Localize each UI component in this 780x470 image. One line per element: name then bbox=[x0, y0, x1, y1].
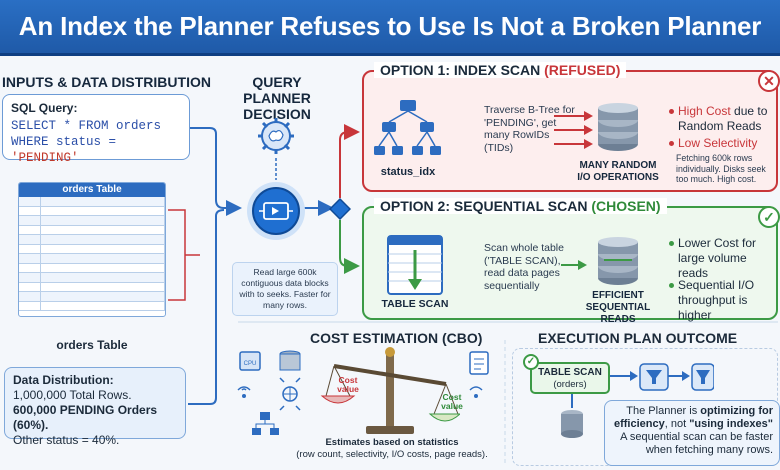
option-1-description: Traverse B-Tree for 'PENDING', get many … bbox=[484, 104, 575, 154]
table-scan-icon bbox=[387, 235, 443, 295]
dist-label: Data Distribution: bbox=[13, 373, 114, 387]
outcome-line-4: when fetching many rows. bbox=[645, 444, 773, 456]
sql-query-card: SQL Query: SELECT * FROM orders WHERE st… bbox=[2, 94, 190, 165]
sequential-reads-caption: EFFICIENT SEQUENTIAL READS bbox=[568, 290, 668, 326]
random-io-caption-2: I/O OPERATIONS bbox=[577, 172, 659, 183]
cost-note-rest: (row count, selectivity, I/O costs, page… bbox=[296, 449, 488, 460]
sql-line-1: SELECT * FROM orders bbox=[11, 119, 162, 133]
table-scan-node-label: TABLE SCAN bbox=[538, 367, 602, 378]
option-1-title: OPTION 1: INDEX SCAN (REFUSED) bbox=[374, 62, 627, 78]
outcome-card: The Planner is optimizing for efficiency… bbox=[604, 400, 780, 466]
table-scan-caption: TABLE SCAN bbox=[381, 298, 449, 310]
random-reads-text: due to Random Reads bbox=[678, 104, 768, 133]
option-1-bullet-1: High Cost due to Random Reads bbox=[669, 104, 776, 134]
cost-heading: COST ESTIMATION (CBO) bbox=[310, 330, 483, 346]
dist-line-1: 1,000,000 Total Rows. bbox=[13, 388, 132, 402]
sql-string-literal: 'PENDING' bbox=[11, 151, 79, 165]
option-1-footnote: Fetching 600k rows individually. Disks s… bbox=[676, 153, 766, 184]
option-2-bullet-2: Sequential I/O throughput is higher bbox=[678, 278, 755, 322]
outcome-l1-pre: The Planner is bbox=[626, 405, 701, 417]
cost-note: Estimates based on statistics (row count… bbox=[282, 437, 502, 461]
sql-label: SQL Query: bbox=[11, 101, 78, 115]
orders-table-rows bbox=[19, 197, 165, 311]
chosen-check-icon: ✓ bbox=[758, 206, 780, 228]
planner-heading-1: QUERY PLANNER bbox=[243, 74, 311, 106]
btree-index-icon bbox=[374, 100, 441, 155]
outcome-l2-bold-2: "using indexes" bbox=[689, 418, 773, 430]
dist-line-2: 600,000 PENDING Orders (60%). bbox=[13, 403, 158, 432]
low-selectivity-text: Low Selectivity bbox=[678, 136, 758, 150]
option-2-title: OPTION 2: SEQUENTIAL SCAN (CHOSEN) bbox=[374, 198, 667, 214]
balance-scale-icon bbox=[320, 347, 460, 434]
efficient-disk-icon bbox=[598, 237, 638, 285]
option-1-title-text: OPTION 1: INDEX SCAN bbox=[380, 62, 541, 78]
option-2-title-text: OPTION 2: SEQUENTIAL SCAN bbox=[380, 198, 588, 214]
sql-where: WHERE status = bbox=[11, 135, 117, 149]
option-2-description: Scan whole table ('TABLE SCAN), read dat… bbox=[484, 242, 564, 292]
inputs-heading: INPUTS & DATA DISTRIBUTION bbox=[2, 74, 211, 90]
option-1-status: (REFUSED) bbox=[544, 62, 621, 78]
sequential-arrow bbox=[561, 260, 587, 270]
option-2-bullet-1-dot bbox=[669, 241, 674, 246]
data-distribution-card: Data Distribution: 1,000,000 Total Rows.… bbox=[4, 367, 186, 447]
page-title: An Index the Planner Refuses to Use Is N… bbox=[18, 11, 762, 41]
cost-side-icons: CPU bbox=[237, 350, 489, 435]
title-banner: An Index the Planner Refuses to Use Is N… bbox=[0, 0, 780, 56]
refused-x-icon: ✕ bbox=[758, 70, 780, 92]
planner-heading-2: DECISION bbox=[243, 106, 311, 122]
outcome-line-3: A sequential scan can be faster bbox=[620, 431, 773, 443]
table-scan-node: TABLE SCAN (orders) bbox=[530, 362, 610, 394]
random-io-caption-1: MANY RANDOM bbox=[579, 160, 657, 171]
outcome-l2-bold: efficiency bbox=[613, 418, 665, 430]
planner-note: Read large 600k contiguous data blocks w… bbox=[232, 262, 338, 316]
option-2-bullet-2-dot bbox=[669, 283, 674, 288]
status-idx-caption: status_idx bbox=[380, 166, 436, 178]
option-2-bullet-1: Lower Cost for large volume reads bbox=[678, 236, 757, 280]
outcome-l2-mid: , not bbox=[664, 418, 690, 430]
disk-stack-icon bbox=[598, 103, 638, 151]
decision-diamond-icon bbox=[329, 198, 351, 220]
right-pan-label: Cost value bbox=[441, 392, 463, 411]
seq-caption-1: EFFICIENT bbox=[592, 290, 644, 301]
outcome-line-1: The Planner is optimizing for bbox=[611, 405, 773, 418]
random-io-caption: MANY RANDOM I/O OPERATIONS bbox=[570, 160, 666, 184]
outcome-line-2: efficiency, not "using indexes" bbox=[611, 418, 773, 431]
node-check-icon: ✓ bbox=[523, 354, 539, 370]
random-io-arrows bbox=[554, 111, 593, 149]
sql-line-2: WHERE status = 'PENDING' bbox=[11, 134, 181, 166]
option-2-status: (CHOSEN) bbox=[591, 198, 661, 214]
planner-heading: QUERY PLANNER DECISION bbox=[222, 74, 332, 122]
svg-text:CPU: CPU bbox=[244, 361, 257, 367]
orders-table-caption: orders Table bbox=[56, 338, 128, 352]
left-pan-label: Cost value bbox=[337, 375, 359, 394]
seq-caption-2: SEQUENTIAL READS bbox=[585, 302, 651, 325]
table-scan-node-sub: (orders) bbox=[553, 379, 587, 390]
orders-table-graphic: orders Table bbox=[18, 182, 166, 317]
execution-flow-icons bbox=[561, 363, 714, 438]
execution-heading: EXECUTION PLAN OUTCOME bbox=[538, 330, 738, 346]
cost-note-bold: Estimates based on statistics bbox=[325, 437, 459, 448]
planner-hub-icon bbox=[247, 182, 305, 240]
dist-line-3: Other status = 40%. bbox=[13, 433, 120, 447]
orders-table-header: orders Table bbox=[19, 183, 165, 197]
high-cost-text: High Cost bbox=[678, 104, 731, 118]
brain-gear-icon bbox=[258, 118, 294, 154]
outcome-l1-bold: optimizing for bbox=[700, 405, 773, 417]
option-1-bullet-2: Low Selectivity bbox=[669, 136, 776, 151]
